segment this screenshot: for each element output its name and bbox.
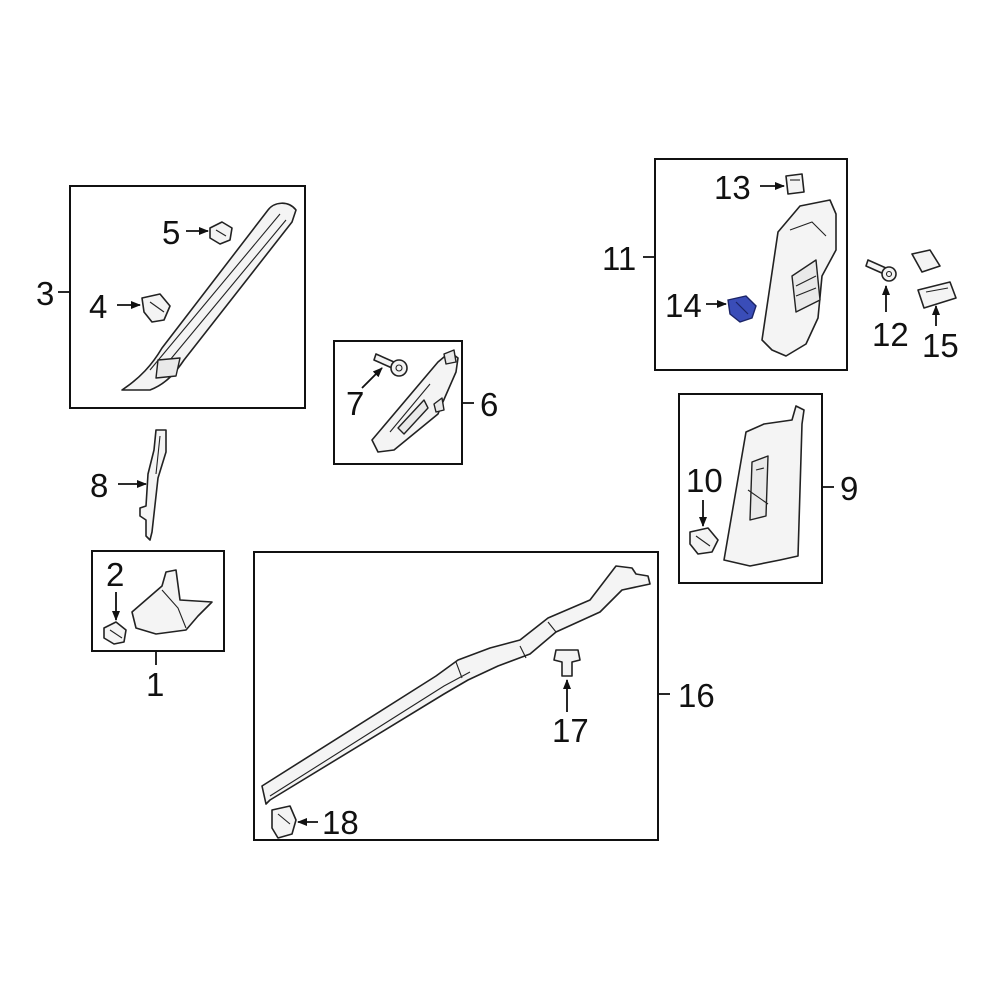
callout-9: 9 (840, 470, 858, 507)
clip-part-13[interactable] (785, 173, 805, 195)
callout-14: 14 (665, 287, 702, 324)
clip-part-17[interactable] (553, 649, 581, 677)
callout-3: 3 (36, 275, 54, 312)
callout-4: 4 (89, 288, 107, 325)
clip-part-4[interactable] (141, 293, 171, 323)
callout-11: 11 (602, 240, 636, 277)
b-pillar-upper-trim-part-11[interactable] (761, 199, 837, 357)
callout-10: 10 (686, 462, 723, 499)
clip-part-18[interactable] (271, 805, 297, 839)
group-box-16 (253, 551, 659, 841)
clip-part-14-highlighted[interactable] (727, 295, 757, 323)
trim-bracket-part-6[interactable] (371, 349, 459, 453)
clip-part-5[interactable] (209, 221, 233, 245)
group-box-11 (654, 158, 848, 371)
callout-16: 16 (678, 677, 715, 714)
trim-cover-part-1[interactable] (131, 569, 213, 635)
clip-part-15[interactable] (911, 249, 957, 309)
group-box-1 (91, 550, 225, 652)
callout-18: 18 (322, 804, 359, 841)
callout-8: 8 (90, 467, 108, 504)
callout-17: 17 (552, 712, 589, 749)
a-pillar-trim[interactable] (121, 202, 297, 391)
clip-part-10[interactable] (689, 527, 719, 555)
callout-13: 13 (714, 169, 751, 206)
callout-6: 6 (480, 386, 498, 423)
group-box-9 (678, 393, 823, 584)
callout-12: 12 (872, 316, 909, 353)
callout-5: 5 (162, 214, 180, 251)
callout-15: 15 (922, 327, 959, 364)
group-box-3 (69, 185, 306, 409)
sill-plate-part-16[interactable] (261, 565, 651, 805)
b-pillar-lower-trim-part-9[interactable] (723, 405, 805, 567)
callout-2: 2 (106, 556, 124, 593)
clip-part-2[interactable] (103, 621, 127, 645)
screw-part-12[interactable] (865, 259, 897, 282)
callout-7: 7 (346, 385, 364, 422)
bracket-part-8[interactable] (139, 429, 167, 541)
screw-part-7[interactable] (373, 353, 408, 377)
callout-1: 1 (146, 666, 164, 703)
